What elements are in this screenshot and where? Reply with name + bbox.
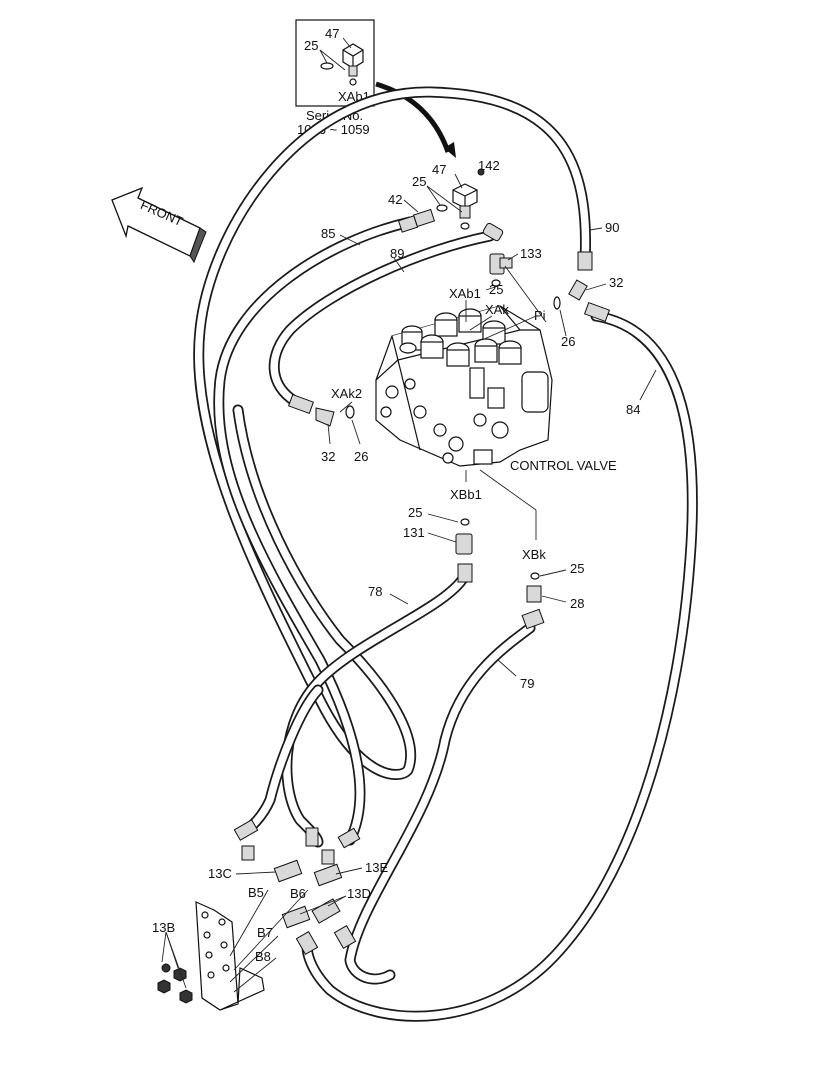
inset-label-47: 47: [325, 26, 339, 41]
callout-13b: 13B: [152, 920, 175, 935]
callout-78: 78: [368, 584, 382, 599]
callout-pi: Pi: [534, 308, 546, 323]
callout-b8: B8: [255, 949, 271, 964]
serial-inset: 47 25 XAb1 Serial No. 1056 ~ 1059: [295, 19, 375, 137]
adapter-42: [397, 208, 436, 233]
callout-42: 42: [388, 192, 402, 207]
front-direction-arrow: FRONT: [111, 186, 207, 264]
fitting-133: [489, 253, 513, 287]
callout-90: 90: [605, 220, 619, 235]
hose-90: [193, 86, 591, 781]
callout-b7: B7: [257, 925, 273, 940]
callout-32-top: 32: [609, 275, 623, 290]
inset-pointer-arrow: [375, 81, 451, 153]
callout-13c: 13C: [208, 866, 232, 881]
callout-13d: 13D: [347, 886, 371, 901]
plug-142: [477, 168, 485, 176]
callout-85: 85: [321, 226, 335, 241]
adapter-28: [521, 585, 545, 630]
fitting-131: [455, 533, 473, 583]
callout-xab1: XAb1: [449, 286, 481, 301]
callout-131: 131: [403, 525, 425, 540]
hose-84-end: [583, 301, 611, 323]
elbow-32-left: [287, 393, 335, 427]
callout-b6: B6: [290, 886, 306, 901]
oring-26-left: [345, 405, 355, 419]
elbow-top: [482, 222, 504, 242]
callout-b5: B5: [248, 885, 264, 900]
solenoid-47: [452, 183, 478, 230]
callout-26-left: 26: [354, 449, 368, 464]
oring-25-right: [530, 572, 540, 580]
callout-xak2: XAk2: [331, 386, 362, 401]
callout-84: 84: [626, 402, 640, 417]
nuts-13B: [157, 963, 193, 1004]
inset-oring: [349, 78, 357, 86]
callout-47: 47: [432, 162, 446, 177]
callout-133: 133: [520, 246, 542, 261]
valve-spool-caps: [399, 308, 522, 367]
hose-79: [344, 622, 536, 985]
callout-32-left: 32: [321, 449, 335, 464]
callout-79: 79: [520, 676, 534, 691]
callout-28: 28: [570, 596, 584, 611]
callout-xbb1: XBb1: [450, 487, 482, 502]
hose-85: [213, 216, 416, 846]
lower-fittings: [233, 819, 361, 955]
inset-solenoid-47: [342, 43, 364, 77]
hose-84: [301, 310, 698, 1022]
callout-25-top: 25: [412, 174, 426, 189]
callout-13e: 13E: [365, 860, 388, 875]
oring-26-top: [553, 296, 561, 310]
callout-labels: 47 142 25 42 85 89 90 133 25 32 XAb1 XAk…: [152, 158, 640, 964]
callout-25-mid: 25: [489, 282, 503, 297]
control-valve-label: CONTROL VALVE: [510, 458, 617, 473]
callout-xak: XAk: [485, 302, 509, 317]
callout-26-top: 26: [561, 334, 575, 349]
oring-25-bottom: [460, 518, 470, 526]
control-valve-body: [375, 305, 553, 467]
callout-89: 89: [390, 246, 404, 261]
elbow-32-top: [568, 279, 588, 301]
inset-label-25: 25: [304, 38, 318, 53]
callout-25-right: 25: [570, 561, 584, 576]
callout-xbk: XBk: [522, 547, 546, 562]
mounting-bracket: [195, 901, 265, 1011]
callout-25-bottom: 25: [408, 505, 422, 520]
hose-90-end: [577, 251, 593, 271]
callout-142: 142: [478, 158, 500, 173]
oring-25-top: [436, 204, 448, 212]
inset-oring-25: [320, 62, 334, 70]
hose-89: [268, 230, 496, 408]
leader-lines: [161, 173, 657, 993]
